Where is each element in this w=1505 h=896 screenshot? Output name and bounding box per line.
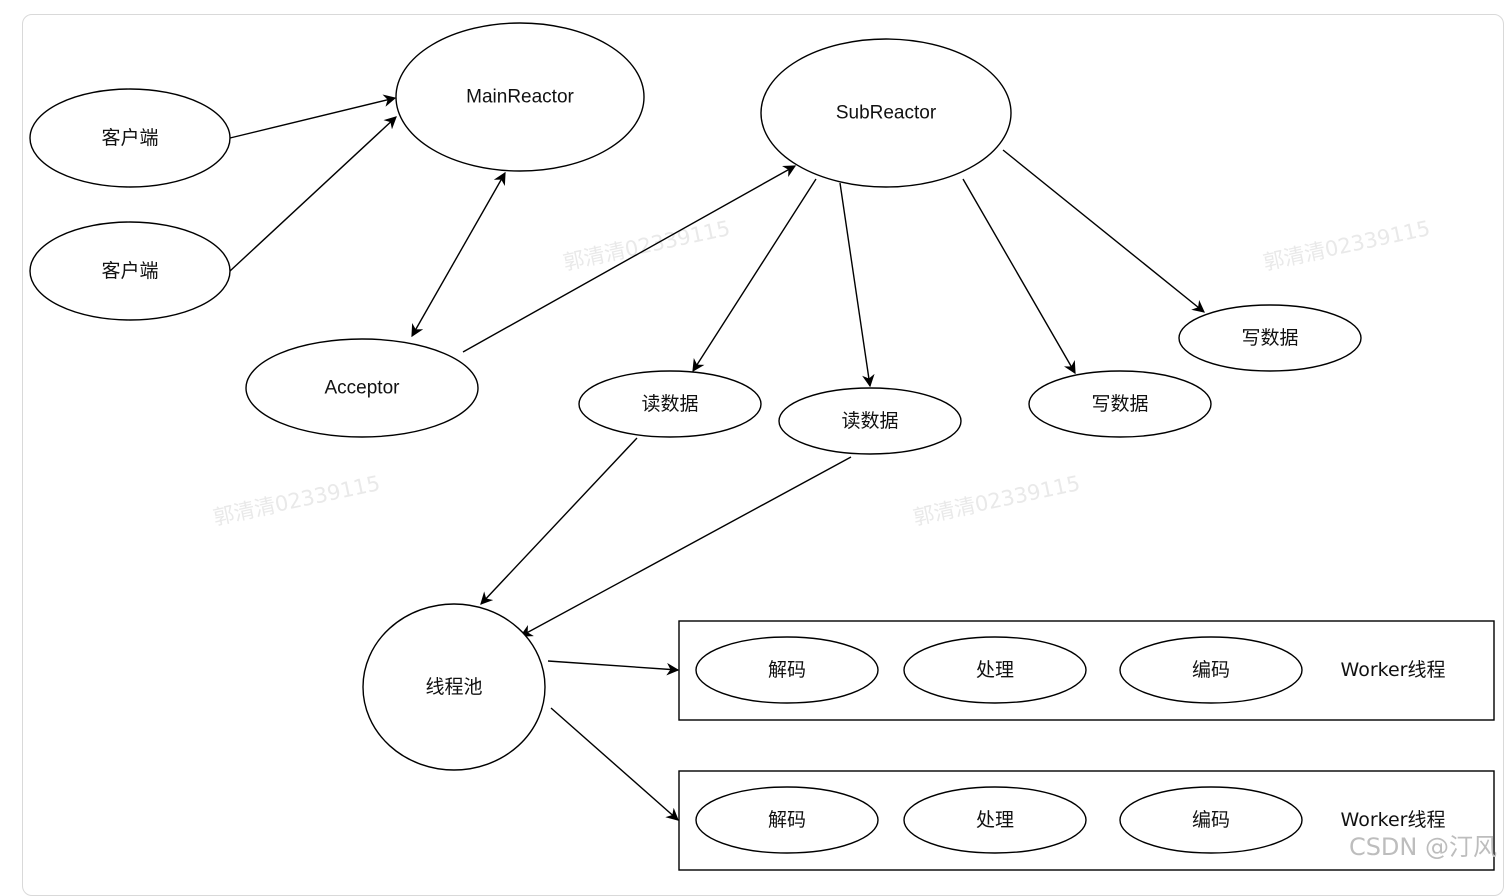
node-acceptor: Acceptor	[245, 338, 479, 438]
read-data-2-label: 读数据	[841, 410, 898, 432]
node-main-reactor: MainReactor	[395, 22, 645, 172]
edge-threadpool-to-worker2	[550, 707, 679, 821]
watermark-text: 郭清清02339115	[211, 471, 382, 530]
node-read-data-1: 读数据	[578, 370, 762, 438]
node-write-data-1: 写数据	[1028, 370, 1212, 438]
watermark-text: 郭清清02339115	[911, 471, 1082, 530]
edge-client1-to-mainreactor	[229, 94, 397, 139]
edge-client2-to-mainreactor	[229, 116, 397, 272]
sub-reactor-label: SubReactor	[836, 103, 937, 124]
watermark-text: 郭清清02339115	[1261, 216, 1432, 275]
edges	[229, 94, 1205, 821]
edge-mainreactor-acceptor	[411, 171, 506, 338]
worker-2-encode-label: 编码	[1192, 809, 1230, 831]
read-data-1-label: 读数据	[641, 393, 698, 415]
worker-1-decode-label: 解码	[768, 659, 806, 681]
worker-2-process-label: 处理	[976, 809, 1014, 831]
worker-thread-2: 解码 处理 编码 Worker线程	[678, 770, 1495, 871]
diagram-frame	[22, 14, 1504, 896]
client-1-label: 客户端	[101, 127, 158, 149]
worker-1-encode-label: 编码	[1192, 659, 1230, 681]
client-2-label: 客户端	[101, 260, 158, 282]
node-sub-reactor: SubReactor	[760, 38, 1012, 188]
node-read-data-2: 读数据	[778, 387, 962, 455]
edge-threadpool-to-worker1	[547, 660, 680, 676]
worker-1-process-label: 处理	[976, 659, 1014, 681]
node-write-data-2: 写数据	[1178, 304, 1362, 372]
write-data-2-label: 写数据	[1241, 327, 1298, 349]
node-client-1: 客户端	[29, 88, 231, 188]
csdn-attribution: CSDN @汀风	[1349, 833, 1497, 861]
worker-1-title: Worker线程	[1341, 659, 1446, 681]
edge-read1-to-threadpool	[480, 437, 638, 605]
edge-subreactor-to-write1	[962, 178, 1076, 375]
watermark-text: 郭清清02339115	[561, 216, 732, 275]
edge-acceptor-to-subreactor	[462, 165, 797, 353]
worker-thread-1: 解码 处理 编码 Worker线程	[678, 620, 1495, 721]
write-data-1-label: 写数据	[1091, 393, 1148, 415]
acceptor-label: Acceptor	[325, 378, 401, 399]
main-reactor-label: MainReactor	[466, 87, 574, 108]
thread-pool-label: 线程池	[425, 676, 482, 698]
edge-subreactor-to-read2	[839, 182, 875, 388]
edge-subreactor-to-write2	[1002, 149, 1205, 313]
edge-subreactor-to-read1	[692, 178, 817, 373]
edge-read2-to-threadpool	[519, 456, 852, 637]
node-thread-pool: 线程池	[362, 603, 546, 771]
reactor-diagram: 郭清清02339115 郭清清02339115 郭清清02339115 郭清清0…	[29, 22, 1497, 871]
worker-2-title: Worker线程	[1341, 809, 1446, 831]
worker-2-decode-label: 解码	[768, 809, 806, 831]
node-client-2: 客户端	[29, 221, 231, 321]
